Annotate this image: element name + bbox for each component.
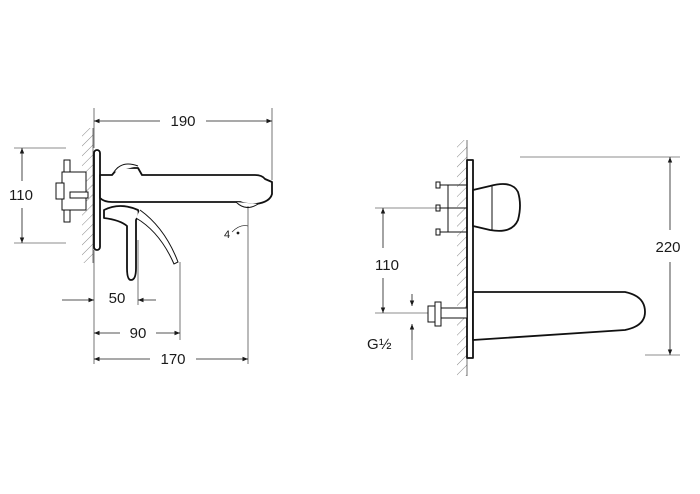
dim-190-label: 190 xyxy=(170,113,195,130)
dim-90-label: 90 xyxy=(130,325,147,342)
cover-plate-left xyxy=(93,149,101,251)
thread-g-label: G xyxy=(367,336,379,353)
lever-handle-left xyxy=(103,205,140,281)
left-side-view: 4 190 110 50 90 170 xyxy=(9,108,273,368)
thread-fraction-label: ½ xyxy=(379,336,392,353)
inlet-connector-right xyxy=(427,301,468,327)
mounting-rods-right xyxy=(435,181,467,236)
spout-right xyxy=(472,291,646,341)
dim-110-right-label: 110 xyxy=(375,257,399,274)
cover-plate-right xyxy=(466,159,474,359)
spout-left xyxy=(99,167,273,206)
svg-text:4: 4 xyxy=(224,229,230,241)
wall-hatch-right xyxy=(457,140,467,376)
dim-220-label: 220 xyxy=(655,239,680,256)
dim-170-label: 170 xyxy=(160,351,185,368)
right-side-view: 220 110 G ½ xyxy=(367,140,681,376)
mounting-body-left xyxy=(55,159,89,223)
dim-50-label: 50 xyxy=(109,290,126,307)
dim-110-left-label: 110 xyxy=(9,187,33,204)
lever-knob-right xyxy=(472,183,521,232)
